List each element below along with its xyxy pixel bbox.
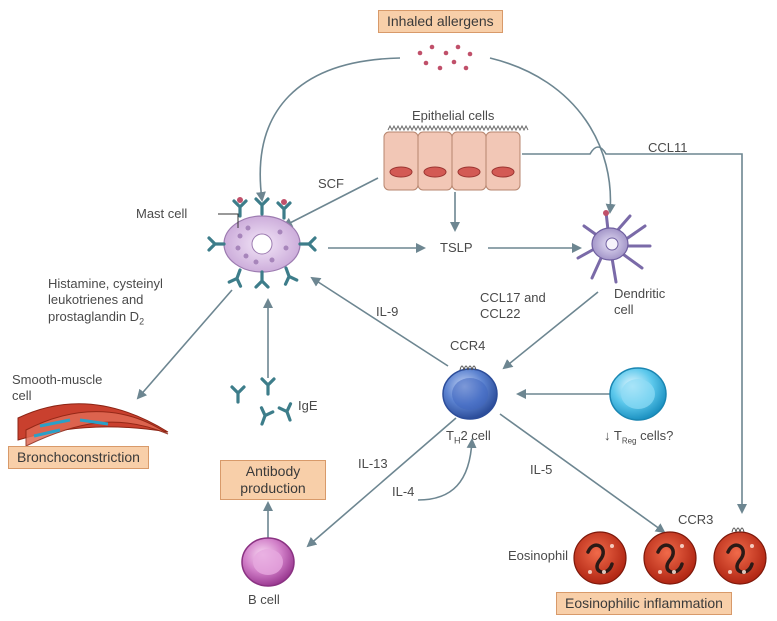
arrow-il5: [499, 413, 666, 534]
dendritic-cell-line2: cell: [614, 302, 634, 318]
il9-label: IL-9: [376, 304, 399, 319]
smooth-muscle-icon: [17, 403, 169, 447]
ccl17-ccl22-label: CCL17 and CCL22: [480, 290, 546, 323]
arrow-mast-to-smooth-muscle: [136, 289, 233, 400]
b-cell-label: B cell: [248, 592, 280, 607]
inhaled-allergens-box: Inhaled allergens: [378, 10, 503, 33]
smooth-muscle-label: Smooth-muscle cell: [12, 372, 102, 405]
mediators-line3-wrap: prostaglandin D2: [48, 309, 163, 328]
ige-antibody-icon: [230, 377, 298, 428]
ccr4-label: CCR4: [450, 338, 486, 353]
mediators-sub: 2: [139, 316, 145, 327]
bronchoconstriction-box: Bronchoconstriction: [8, 446, 149, 469]
dendritic-cell-icon: [576, 210, 652, 284]
eosinophil-icon: [573, 527, 767, 585]
b-cell-icon: [241, 537, 295, 587]
mediators-label: Histamine, cysteinyl leukotrienes and pr…: [48, 276, 163, 327]
smooth-muscle-line2: cell: [12, 388, 32, 404]
mast-cell-icon: [207, 197, 317, 289]
arrows: [136, 57, 747, 548]
th2-prefix: T: [446, 428, 454, 443]
mast-cell-pointer: [218, 213, 239, 228]
dendritic-cell-label: Dendritic cell: [614, 286, 665, 319]
allergen-particle-icon: [417, 44, 473, 71]
arrow-il13: [306, 417, 457, 548]
mediators-line2: leukotrienes and: [48, 292, 144, 308]
mast-cell-label: Mast cell: [136, 206, 188, 221]
ccl17-line2: CCL22: [480, 306, 521, 322]
il13-label: IL-13: [358, 456, 388, 471]
th2-cell-label: TH2 cell: [446, 428, 491, 447]
ige-label: IgE: [298, 398, 318, 413]
arrow-allergen-to-dendritic: [489, 57, 616, 214]
th2-suffix: 2 cell: [460, 428, 491, 443]
treg-prefix: ↓ T: [604, 428, 622, 443]
treg-cell-icon: [609, 367, 667, 421]
arrow-allergen-to-mast: [255, 57, 401, 202]
epithelial-cells-icon: [383, 124, 529, 191]
il5-label: IL-5: [530, 462, 553, 477]
arrow-ccl11: [522, 146, 747, 514]
smooth-muscle-line1: Smooth-muscle: [12, 372, 103, 387]
epithelial-cells-label: Epithelial cells: [412, 108, 495, 123]
tslp-label: TSLP: [440, 240, 473, 255]
antibody-production-line2: production: [240, 479, 306, 496]
mediators-line3: prostaglandin D: [48, 308, 140, 324]
ccr3-label: CCR3: [678, 512, 714, 527]
treg-suffix: cells?: [636, 428, 674, 443]
mediators-line1: Histamine, cysteinyl: [48, 276, 163, 291]
eosinophilic-inflammation-box: Eosinophilic inflammation: [556, 592, 732, 615]
scf-label: SCF: [318, 176, 344, 191]
arrow-dendritic-to-th2: [502, 291, 599, 370]
th2-sub: H: [453, 435, 461, 446]
arrow-th2-to-mast: [310, 276, 449, 367]
eosinophil-label: Eosinophil: [508, 548, 568, 563]
arrow-il4: [417, 438, 477, 501]
ccl11-label: CCL11: [648, 140, 688, 155]
ccl17-line1: CCL17 and: [480, 290, 546, 305]
treg-cells-label: ↓ TReg cells?: [604, 428, 673, 447]
th2-cell-icon: [442, 365, 498, 420]
il4-label: IL-4: [392, 484, 415, 499]
dendritic-cell-line1: Dendritic: [614, 286, 666, 301]
antibody-production-line1: Antibody: [245, 463, 301, 479]
arrow-scf: [282, 177, 379, 227]
treg-sub: Reg: [621, 436, 637, 446]
antibody-production-box: Antibody production: [220, 460, 326, 500]
